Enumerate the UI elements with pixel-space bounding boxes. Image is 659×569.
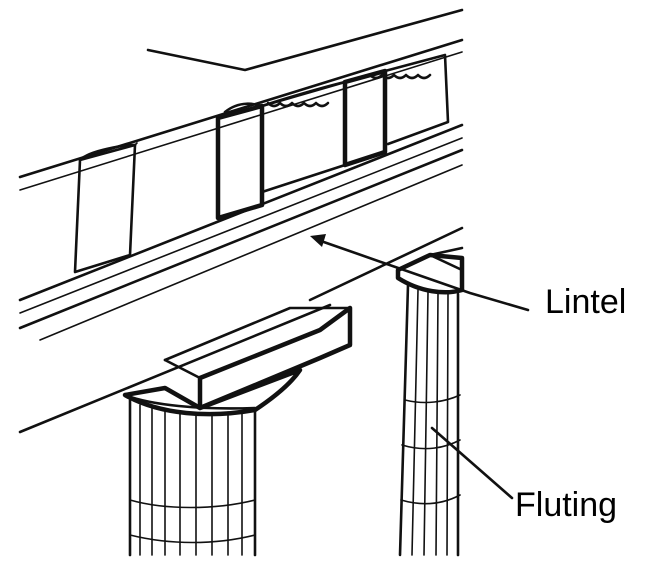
fluting-pointer [432, 428, 512, 498]
frieze-bottom-line-2 [20, 138, 462, 313]
right-flute-line [424, 292, 428, 555]
fluting-label: Fluting [515, 488, 617, 522]
triglyph-2 [218, 106, 262, 218]
frieze-bottom-line-3 [20, 150, 462, 328]
fluting-leader-line [432, 428, 512, 498]
right-column-shaft [400, 285, 460, 555]
right-flute-line [412, 290, 418, 555]
right-shaft-crack-3 [401, 495, 460, 504]
right-flute-line [400, 285, 408, 555]
right-shaft-crack [405, 395, 460, 402]
frieze [20, 10, 462, 340]
frieze-top-line-2 [20, 52, 462, 190]
left-shaft-crack-2 [130, 535, 255, 543]
metope-2 [385, 55, 448, 144]
right-flute-line [436, 293, 438, 555]
guttae-4 [370, 75, 430, 78]
cornice-top-line [148, 10, 462, 70]
left-shaft-crack [130, 500, 255, 508]
left-column-shaft [130, 400, 255, 555]
lintel-arrowhead [310, 234, 326, 247]
triglyph-3 [345, 71, 385, 165]
right-flute-line [447, 294, 448, 555]
lintel-label: Lintel [545, 285, 626, 319]
triglyph-blocks [75, 55, 448, 272]
frieze-bottom-line-4 [40, 165, 462, 340]
left-column-capital [125, 308, 350, 414]
